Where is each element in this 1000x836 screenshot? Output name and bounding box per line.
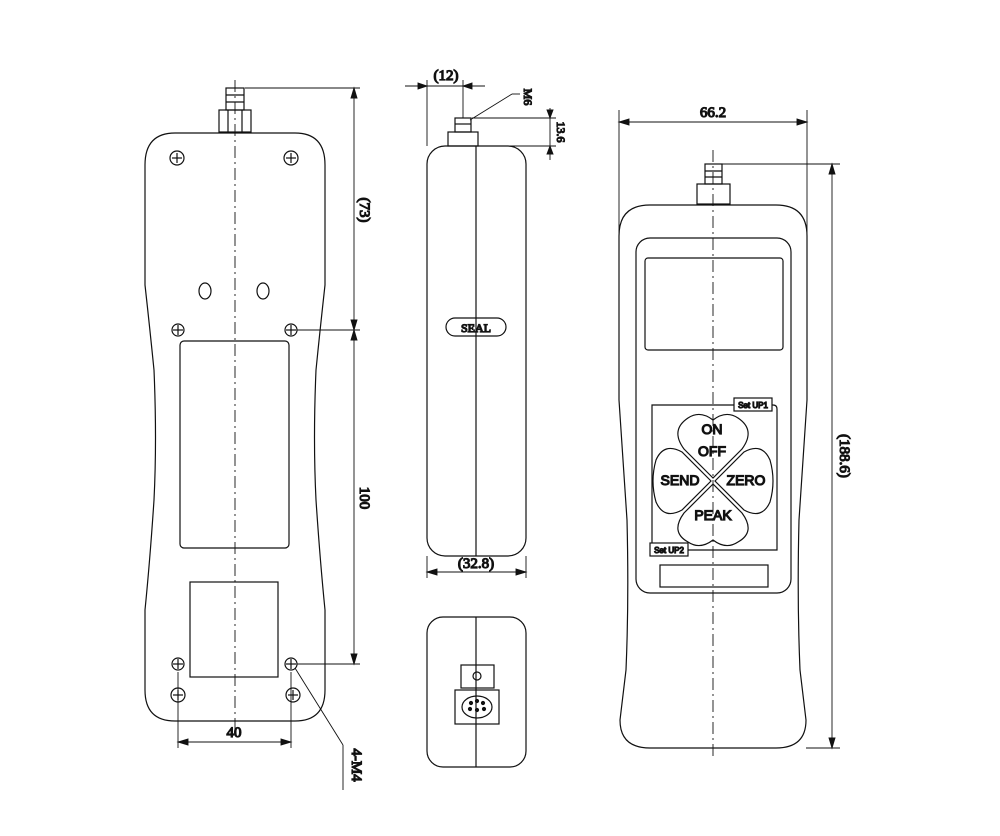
send-key-label: SEND — [661, 472, 700, 488]
hole-left — [198, 282, 212, 300]
peak-key[interactable] — [677, 483, 749, 547]
dim-mount-spacing — [297, 328, 360, 666]
side-hex-nut — [447, 131, 479, 147]
front-body-outline — [618, 204, 808, 749]
on-off-key-label-bottom: OFF — [698, 443, 726, 459]
on-off-key-label-top: ON — [702, 421, 723, 437]
front-thread-stud — [704, 163, 723, 185]
lcd-display — [644, 257, 784, 351]
front-label-slot — [659, 564, 769, 588]
mount-bolt-icon — [171, 323, 185, 337]
mount-bolt-icon — [171, 657, 185, 671]
dim-overall-length-label: (188.6) — [836, 434, 852, 478]
dim-body-depth — [425, 556, 528, 578]
hole-right — [256, 282, 270, 300]
back-battery-cover — [179, 340, 290, 549]
set-up1-label: Set UP1 — [738, 401, 768, 410]
side-view: SEAL (12) M6 13.6 — [405, 67, 569, 578]
dim-top-height-label: (73) — [356, 198, 372, 223]
power-jack — [460, 664, 495, 689]
seal-label: SEAL — [461, 321, 491, 335]
seal-label-box — [445, 317, 507, 337]
dim-mount-spacing-label: 100 — [356, 487, 372, 510]
screw-icon — [285, 687, 301, 703]
screw-icon — [169, 150, 185, 166]
data-port — [454, 689, 500, 725]
dim-front-width — [617, 110, 809, 236]
front-view: Set UP1 Set UP2 ON OFF SEND ZERO PEAK 66… — [617, 104, 853, 760]
zero-key[interactable] — [714, 447, 774, 515]
keypad-frame — [651, 404, 778, 551]
dim-thread-length-label: 13.6 — [554, 122, 568, 143]
dim-overall-length — [722, 162, 840, 750]
back-lower-plate — [189, 581, 279, 678]
dim-bolt-width — [176, 672, 293, 748]
peak-key-label: PEAK — [694, 507, 732, 523]
side-thread-stud — [454, 117, 472, 133]
dim-thread-length — [472, 108, 556, 160]
dim-body-depth-label: (32.8) — [458, 556, 494, 572]
front-hex-nut — [696, 183, 731, 205]
back-view: (73) 100 40 4-M4 — [144, 80, 373, 790]
thread-spec-leader — [469, 93, 520, 121]
dim-front-width-label: 66.2 — [700, 105, 726, 121]
bolt-spec-leader — [294, 667, 344, 790]
bolt-spec-label: 4-M4 — [348, 748, 364, 782]
back-body-outline — [144, 132, 326, 722]
dim-thread-offset-label: (12) — [434, 68, 459, 84]
set-up2-box[interactable] — [649, 542, 689, 557]
set-up2-label: Set UP2 — [654, 546, 684, 555]
dim-thread-offset — [405, 80, 485, 146]
thread-spec-label: M6 — [521, 89, 535, 106]
front-panel — [635, 237, 792, 594]
set-up1-box[interactable] — [733, 397, 773, 412]
mount-bolt-icon — [284, 323, 298, 337]
send-key[interactable] — [652, 447, 712, 515]
zero-key-label: ZERO — [727, 472, 766, 488]
screw-icon — [283, 150, 299, 166]
dim-top-height — [245, 86, 360, 332]
bottom-view — [426, 616, 527, 768]
on-off-key[interactable] — [677, 413, 749, 479]
dim-bolt-width-label: 40 — [227, 725, 242, 741]
